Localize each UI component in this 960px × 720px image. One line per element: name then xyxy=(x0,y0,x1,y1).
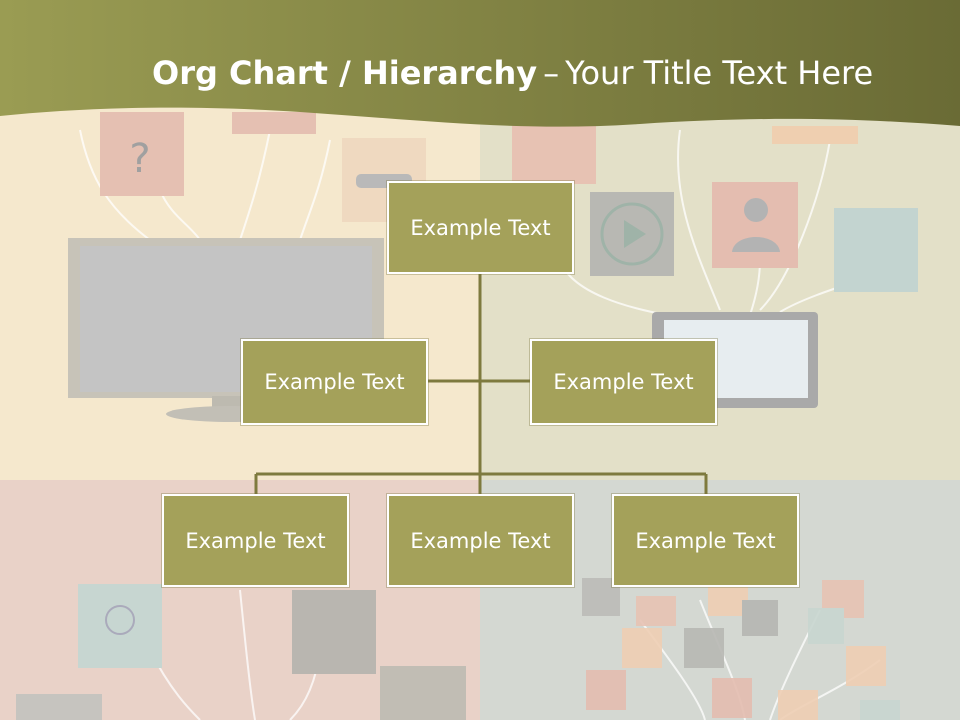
lightbulb-tile-icon xyxy=(78,584,162,668)
title-dash: – xyxy=(543,54,560,92)
org-node-root[interactable]: Example Text xyxy=(387,181,574,274)
header-band xyxy=(0,0,960,127)
slide-title: Org Chart / Hierarchy–Your Title Text He… xyxy=(152,54,873,92)
person-tile-icon xyxy=(712,182,798,268)
org-node-level3-right[interactable]: Example Text xyxy=(612,494,799,587)
title-subtitle-part: Your Title Text Here xyxy=(565,54,874,92)
handshake-tile-icon xyxy=(380,666,466,720)
org-node-level3-center[interactable]: Example Text xyxy=(387,494,574,587)
monitor-icon xyxy=(68,238,384,422)
question-tile-icon xyxy=(100,112,184,196)
org-node-level3-left[interactable]: Example Text xyxy=(162,494,349,587)
tile-icon xyxy=(512,122,596,184)
org-node-level2-right[interactable]: Example Text xyxy=(530,339,717,425)
hand-tile-icon xyxy=(292,590,376,674)
tile-icon xyxy=(232,112,316,134)
org-node-level2-left[interactable]: Example Text xyxy=(241,339,428,425)
svg-text:?: ? xyxy=(129,136,150,182)
title-bold-part: Org Chart / Hierarchy xyxy=(152,54,538,92)
hearts-tile-icon xyxy=(834,208,918,292)
